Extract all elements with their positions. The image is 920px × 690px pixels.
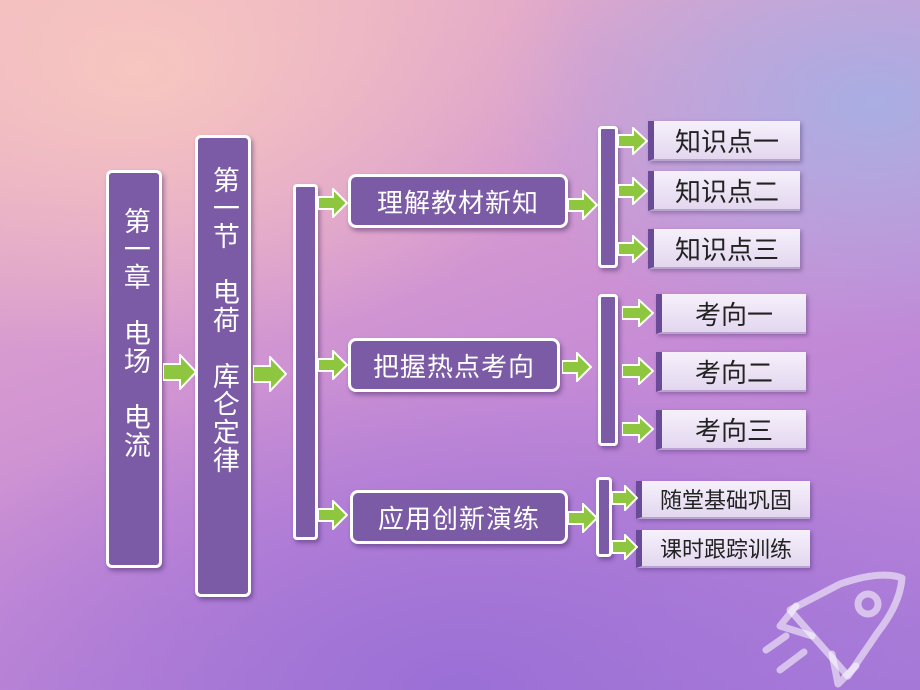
chapter-box: 第一章 电场 电流 <box>106 170 162 568</box>
green-right-arrow-icon <box>612 485 638 511</box>
green-right-arrow-icon <box>618 177 648 205</box>
sub-bracket-bar-1 <box>598 126 618 268</box>
branch-box-practice: 应用创新演练 <box>350 490 568 544</box>
green-right-arrow-icon <box>622 415 654 443</box>
branch-label: 把握热点考向 <box>372 352 535 383</box>
chapter-title: 第一章 电场 电流 <box>118 207 150 459</box>
green-right-arrow-icon <box>318 500 348 530</box>
leaf-label: 考向一 <box>694 300 773 331</box>
green-right-arrow-icon <box>253 356 287 392</box>
section-box: 第一节 电荷 库仑定律 <box>195 135 251 597</box>
green-right-arrow-icon <box>618 127 648 155</box>
green-right-arrow-icon <box>318 188 348 218</box>
leaf-practice-2: 课时跟踪训练 <box>636 530 810 568</box>
leaf-direction-1: 考向一 <box>656 294 806 334</box>
leaf-label: 随堂基础巩固 <box>659 489 792 514</box>
green-right-arrow-icon <box>612 534 638 560</box>
leaf-label: 考向三 <box>694 416 773 447</box>
green-right-arrow-icon <box>568 190 598 220</box>
leaf-label: 知识点三 <box>674 235 779 266</box>
leaf-knowledge-2: 知识点二 <box>648 171 800 211</box>
leaf-label: 知识点二 <box>674 177 779 208</box>
green-right-arrow-icon <box>618 235 648 263</box>
leaf-direction-2: 考向二 <box>656 352 806 392</box>
leaf-knowledge-1: 知识点一 <box>648 121 800 161</box>
green-right-arrow-icon <box>622 357 654 385</box>
leaf-label: 课时跟踪训练 <box>659 538 792 563</box>
leaf-label: 考向二 <box>694 358 773 389</box>
branch-label: 理解教材新知 <box>376 188 539 219</box>
green-right-arrow-icon <box>568 503 598 533</box>
leaf-knowledge-3: 知识点三 <box>648 229 800 269</box>
green-right-arrow-icon <box>318 350 348 380</box>
sub-bracket-bar-3 <box>596 477 612 557</box>
main-bracket-bar <box>293 184 318 540</box>
rocket-outline-icon <box>762 571 906 688</box>
sub-bracket-bar-2 <box>598 294 618 446</box>
green-right-arrow-icon <box>622 299 654 327</box>
leaf-direction-3: 考向三 <box>656 410 806 450</box>
green-right-arrow-icon <box>163 354 197 390</box>
leaf-label: 知识点一 <box>674 127 779 158</box>
branch-box-hotspot: 把握热点考向 <box>348 338 560 392</box>
branch-box-understand: 理解教材新知 <box>348 174 568 228</box>
green-right-arrow-icon <box>562 352 592 382</box>
branch-label: 应用创新演练 <box>377 504 540 535</box>
leaf-practice-1: 随堂基础巩固 <box>636 481 810 519</box>
section-title: 第一节 电荷 库仑定律 <box>207 166 239 474</box>
